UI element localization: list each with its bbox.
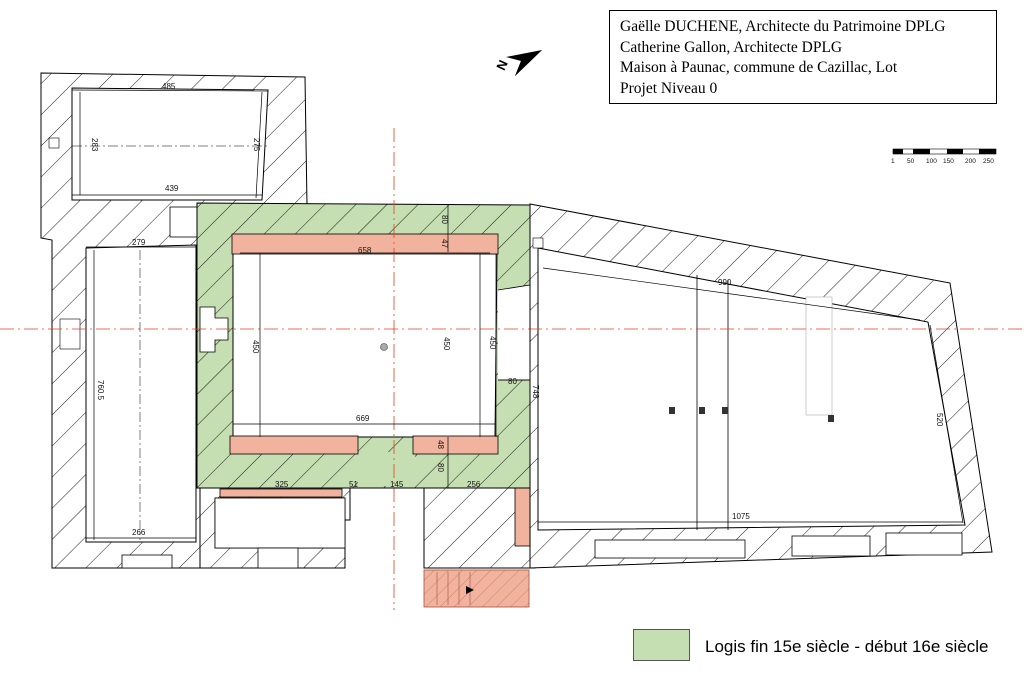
dim-256: 256	[467, 480, 481, 489]
dim-275: 275	[252, 138, 261, 152]
dim-669: 669	[356, 414, 370, 423]
scale-tick-3: 150	[943, 158, 954, 165]
title-line-project-location: Maison à Paunac, commune de Cazillac, Lo…	[620, 59, 898, 76]
title-line-architect-1: Gaëlle DUCHENE, Architecte du Patrimoine…	[620, 18, 946, 35]
dim-450-left: 450	[251, 340, 260, 354]
scale-tick-4: 200	[965, 158, 976, 165]
scale-tick-2: 100	[926, 158, 937, 165]
dim-450-center: 450	[442, 337, 451, 351]
title-line-level: Projet Niveau 0	[620, 79, 718, 97]
scale-bar: 1 50 100 150 200 250	[891, 148, 997, 165]
dim-279: 279	[132, 238, 146, 247]
dimension-labels: 485 283 275 439 279 760.5 266 658 80 47 …	[90, 82, 944, 537]
dim-325: 325	[275, 480, 289, 489]
salmon-wall-bottom-right	[412, 435, 499, 455]
scale-tick-1: 50	[907, 158, 915, 165]
title-block: Gaëlle DUCHENE, Architecte du Patrimoine…	[609, 10, 997, 104]
right-building-walls	[529, 203, 993, 569]
dimension-lines	[71, 89, 964, 540]
dim-485: 485	[162, 82, 176, 91]
dim-80-right: 80	[508, 377, 517, 386]
dim-450-right: 450	[488, 336, 497, 350]
dim-520: 520	[935, 413, 944, 427]
left-building	[40, 72, 308, 569]
lower-middle-block	[199, 487, 536, 608]
dim-47: 47	[440, 239, 449, 248]
dim-80-top: 80	[440, 215, 449, 224]
dim-266: 266	[132, 528, 146, 537]
legend-swatch-green	[633, 629, 690, 661]
title-line-architect-2: Catherine Gallon, Architecte DPLG	[620, 38, 843, 56]
right-building	[529, 203, 993, 569]
dim-658: 658	[358, 246, 372, 255]
north-letter: N	[493, 58, 511, 73]
dim-748: 748	[531, 385, 540, 399]
dim-990: 990	[718, 278, 732, 287]
dim-1075: 1075	[732, 512, 750, 521]
dim-283: 283	[90, 138, 99, 152]
legend-label: Logis fin 15e siècle - début 16e siècle	[705, 637, 989, 656]
salmon-wall-top	[231, 233, 499, 255]
left-building-walls	[40, 72, 308, 569]
axes	[0, 128, 1024, 610]
dim-145: 145	[390, 480, 404, 489]
dim-439: 439	[165, 184, 179, 193]
dim-48: 48	[436, 440, 445, 449]
scale-tick-0: 1	[891, 158, 895, 165]
logis-15th-century	[196, 202, 533, 489]
legend: Logis fin 15e siècle - début 16e siècle	[633, 629, 1013, 663]
salmon-wall-bottom-left	[229, 435, 359, 455]
dim-51: 51	[349, 480, 358, 489]
dim-80-bottom: 80	[436, 463, 445, 472]
stair-landing	[423, 569, 530, 608]
dim-760-5: 760.5	[96, 380, 105, 401]
scale-tick-5: 250	[983, 158, 994, 165]
north-arrow-icon: N	[493, 50, 542, 76]
